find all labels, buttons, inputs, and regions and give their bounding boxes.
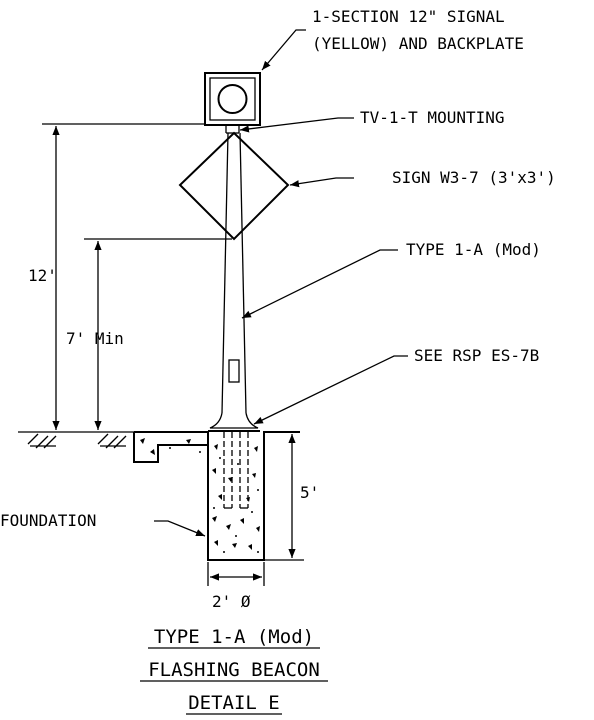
mounting-bracket	[225, 125, 240, 134]
callout-mounting: TV-1-T MOUNTING	[360, 108, 505, 127]
detail-title: TYPE 1-A (Mod) FLASHING BEACON DETAIL E	[140, 626, 328, 715]
title-line1: TYPE 1-A (Mod)	[154, 626, 314, 648]
title-line3: DETAIL E	[188, 692, 280, 714]
pole	[208, 132, 260, 432]
callout-base: SEE RSP ES-7B	[414, 346, 539, 365]
handhole	[228, 359, 240, 383]
dim-label-5ft: 5'	[300, 483, 319, 502]
dimension-5ft	[264, 434, 304, 561]
dim-label-12ft: 12'	[28, 266, 57, 285]
concrete-foundation	[133, 431, 300, 561]
dimension-12ft	[42, 123, 205, 430]
dim-label-2ft-diameter: 2' Ø	[212, 592, 251, 611]
dimension-2ft-diameter	[207, 562, 265, 586]
callout-pole: TYPE 1-A (Mod)	[406, 240, 541, 259]
callout-sign: SIGN W3-7 (3'x3')	[392, 168, 556, 187]
diamond-sign	[178, 131, 290, 241]
signal-head	[204, 72, 261, 126]
title-line2: FLASHING BEACON	[148, 659, 320, 681]
pole-base	[209, 412, 259, 429]
callout-signal-line1: 1-SECTION 12" SIGNAL	[312, 7, 505, 26]
dimension-7ft-min	[84, 238, 232, 430]
callout-foundation: FOUNDATION	[0, 511, 96, 530]
dim-label-7ft-min: 7' Min	[66, 329, 124, 348]
callout-leaders	[154, 29, 408, 537]
ground-line	[18, 431, 134, 449]
callout-signal-line2: (YELLOW) AND BACKPLATE	[312, 34, 524, 53]
